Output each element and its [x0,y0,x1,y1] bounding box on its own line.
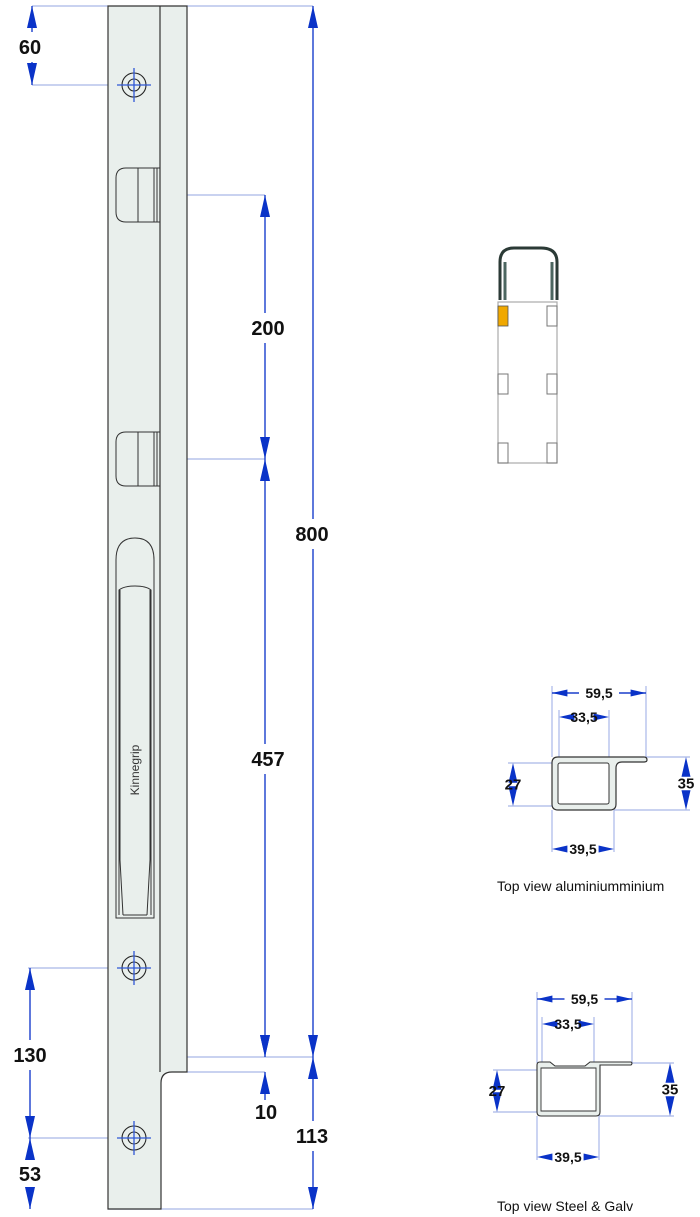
arrowhead [552,845,568,853]
dimension-label: 59,5 [571,991,598,1007]
dimension-label: 53 [19,1164,41,1186]
dimension-label: 35 [678,776,695,793]
arrowhead [25,968,35,990]
extension-lines [28,5,313,1210]
arrowhead [616,995,632,1003]
highlight-block [497,305,509,327]
dimension-label: 130 [13,1045,46,1067]
arrowhead [559,713,575,721]
arrowhead [598,845,614,853]
arrowhead [260,1035,270,1057]
dimension-label: 27 [489,1083,506,1100]
dimension-body-width: 39,5 [537,1149,599,1165]
slot-middle [115,431,160,487]
arrowhead [25,1138,35,1160]
arrowhead [260,437,270,459]
dimension-body-width: 39,5 [552,841,614,857]
dimension-slot-to-end: 457 [251,459,285,1057]
arrowhead [537,1153,553,1161]
profile-caption-steel: Top view Steel & Galv [497,1198,633,1214]
dimension-offset: 10 [255,1035,277,1124]
arrowhead [552,689,568,697]
dimension-inner-height: 27 [489,1070,506,1112]
arrowhead [681,790,691,810]
dimension-label: 35 [662,1082,679,1099]
arrowhead [537,995,553,1003]
dimension-label: 59,5 [585,685,612,701]
dimension-outer-height: 35 [662,1063,679,1116]
dimension-label: 27 [505,777,522,794]
handle: Kinnegrip [115,537,155,919]
dimension-bottom-section: 113 [296,1057,328,1209]
dimension-inner-width: 33,5 [559,709,609,725]
arrowhead [578,1020,594,1028]
arrowhead [27,63,37,85]
profile-caption-aluminium: Top view aluminiumminium [497,878,664,894]
arrowhead [508,786,518,806]
mounting-hole-icon [117,951,151,985]
dimension-total-length: 800 [295,6,329,1057]
arrowhead [308,1057,318,1079]
dimension-label: 39,5 [569,841,596,857]
slot-top [115,167,160,223]
dimension-label: 33,5 [570,709,597,725]
lock-rail: Kinnegrip [107,5,188,1210]
dimension-label: 39,5 [554,1149,581,1165]
arrowhead [630,689,646,697]
dimension-label: 200 [251,318,284,340]
arrowhead [25,1116,35,1138]
dimension-width-total: 59,5 [552,685,646,701]
arrowhead [308,1035,318,1057]
arrowhead [492,1092,502,1112]
dimension-label: 10 [255,1102,277,1124]
dimension-top-hole: 60 [19,6,41,85]
dimension-bottom-hole: 53 [19,1138,41,1209]
steel-profile: Top view Steel & Galv [493,992,674,1214]
arrowhead [681,757,691,777]
dimension-label: 800 [295,524,328,546]
arrowhead [260,1072,270,1094]
arrowhead [665,1063,675,1083]
brand-label: Kinnegrip [128,744,142,795]
aluminium-profile: Top view aluminiumminium [497,686,690,894]
mounting-hole-icon [117,68,151,102]
arrowhead [27,6,37,28]
dimension-label: 457 [251,749,284,771]
dimension-width-total: 59,5 [537,991,632,1007]
dimension-label: 33,5 [554,1016,581,1032]
dimension-outer-height: 35 [678,757,695,810]
arrowhead [583,1153,599,1161]
arrowhead [260,195,270,217]
mounting-hole-icon [117,1121,151,1155]
arrowhead [260,459,270,481]
arrowhead [665,1096,675,1116]
dimension-slot-spacing: 200 [251,195,285,459]
arrowhead [508,763,518,783]
arrowhead [492,1070,502,1090]
arrowhead [542,1020,558,1028]
arrowhead [308,1187,318,1209]
lock-end-view [497,246,559,464]
arrowhead [593,713,609,721]
dimension-label: 113 [296,1126,328,1148]
dimension-inner-width: 33,5 [542,1016,594,1032]
dimension-label: 60 [19,37,41,59]
dimension-inner-height: 27 [505,763,522,806]
arrowhead [25,1187,35,1209]
dimension-hole-spacing: 130 [13,968,47,1138]
arrowhead [308,6,318,28]
